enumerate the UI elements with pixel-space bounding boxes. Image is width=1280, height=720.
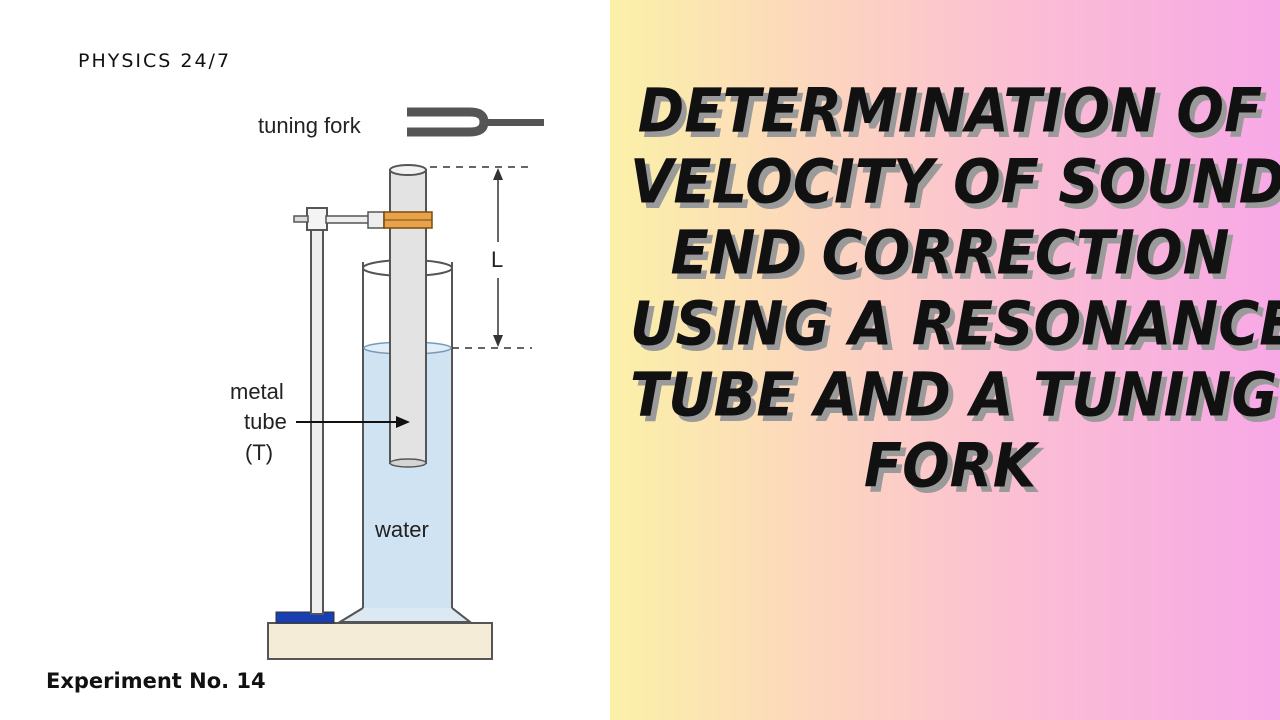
diagram-panel: PHYSICS 24/7 tuning fork: [0, 0, 610, 720]
title-line-2: VELOCITY OF SOUND,: [630, 147, 1280, 218]
title-line-6: FORK: [863, 431, 1037, 502]
tuning-fork-icon: [407, 107, 544, 137]
label-tube: tube: [244, 409, 287, 434]
clamp-screw: [367, 211, 385, 229]
label-length: L: [491, 247, 503, 272]
brand-label: PHYSICS 24/7: [78, 50, 232, 72]
label-t: (T): [245, 440, 273, 465]
label-water: water: [374, 517, 429, 542]
boss-head: [306, 207, 328, 231]
title-line-5: TUBE AND A TUNING: [630, 360, 1278, 431]
arrow-up-icon: [493, 168, 503, 180]
title: DETERMINATION OF VELOCITY OF SOUND, END …: [630, 76, 1280, 502]
water: [364, 348, 451, 608]
arrow-down-icon: [493, 335, 503, 347]
stand-rod: [310, 211, 324, 615]
title-line-3: END CORRECTION: [670, 218, 1230, 289]
label-tuning-fork: tuning fork: [258, 113, 362, 138]
boss-screw: [293, 215, 309, 223]
arrow-right-icon: [396, 416, 410, 428]
cylinder-foot: [336, 607, 473, 623]
tube-bottom: [389, 458, 427, 468]
stand-base: [267, 622, 493, 660]
title-line-4: USING A RESONANCE: [630, 289, 1280, 360]
resonance-tube-diagram: tuning fork L metal tube (T): [230, 107, 544, 660]
label-metal: metal: [230, 379, 284, 404]
stand-foot: [275, 611, 335, 624]
experiment-number: Experiment No. 14: [46, 669, 266, 693]
tube-top: [389, 164, 427, 176]
title-panel: DETERMINATION OF VELOCITY OF SOUND, END …: [610, 0, 1280, 720]
title-line-1: DETERMINATION OF: [637, 76, 1263, 147]
